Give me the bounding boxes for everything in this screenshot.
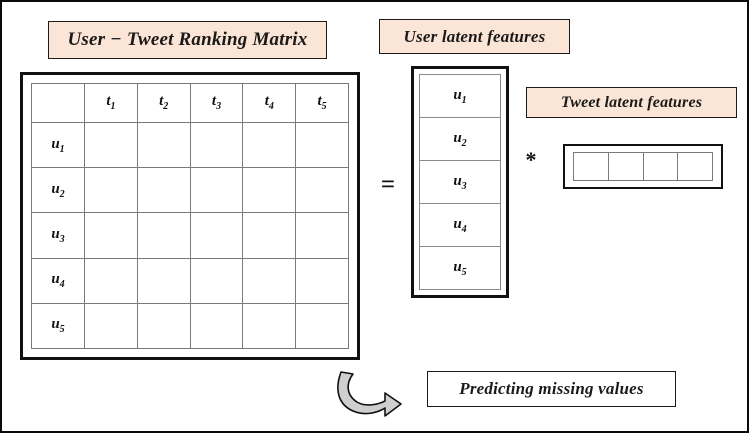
- matrix-cell-u2-t3[interactable]: [189, 167, 244, 214]
- matrix-title-label: User − Tweet Ranking Matrix: [48, 21, 327, 59]
- matrix-cell-u3-t4[interactable]: [242, 212, 297, 259]
- matrix-cell-u1-t5[interactable]: [295, 121, 349, 169]
- matrix-row: u2: [31, 167, 349, 214]
- matrix-row-header-u5: u5: [31, 302, 85, 350]
- matrix-row-header-u3: u3: [31, 212, 85, 259]
- matrix-row: u3: [31, 212, 349, 259]
- matrix-cell-u2-t2[interactable]: [136, 167, 191, 214]
- matrix-column-header-t3: t3: [189, 83, 244, 123]
- predicting-missing-values-label: Predicting missing values: [427, 371, 676, 407]
- matrix-corner-cell: [31, 83, 85, 123]
- matrix-cell-u1-t4[interactable]: [242, 121, 297, 169]
- matrix-column-header-t1: t1: [84, 83, 138, 123]
- user-latent-cell-u3[interactable]: u3: [419, 160, 501, 204]
- matrix-cell-u5-t1[interactable]: [84, 302, 138, 350]
- matrix-cell-u1-t2[interactable]: [136, 121, 191, 169]
- matrix-cell-u3-t3[interactable]: [189, 212, 244, 259]
- user-latent-cell-u1[interactable]: u1: [419, 74, 501, 118]
- matrix-cell-u4-t3[interactable]: [189, 257, 244, 304]
- matrix-cell-u5-t2[interactable]: [136, 302, 191, 350]
- user-latent-row: u5: [419, 246, 501, 290]
- multiply-symbol: *: [525, 147, 537, 172]
- matrix-cell-u3-t5[interactable]: [295, 212, 349, 259]
- matrix-cell-u1-t1[interactable]: [84, 121, 138, 169]
- user-latent-row: u2: [419, 117, 501, 161]
- matrix-cell-u4-t1[interactable]: [84, 257, 138, 304]
- matrix-cell-u5-t4[interactable]: [242, 302, 297, 350]
- tweet-latent-cell-2[interactable]: [607, 152, 644, 181]
- matrix-column-header-t2: t2: [136, 83, 191, 123]
- matrix-cell-u4-t4[interactable]: [242, 257, 297, 304]
- user-latent-row: u3: [419, 160, 501, 204]
- tweet-latent-title-label: Tweet latent features: [526, 87, 737, 118]
- user-latent-cell-u4[interactable]: u4: [419, 203, 501, 247]
- user-latent-cell-u2[interactable]: u2: [419, 117, 501, 161]
- tweet-latent-cell-4[interactable]: [677, 152, 713, 181]
- user-latent-row: u4: [419, 203, 501, 247]
- matrix-cell-u2-t4[interactable]: [242, 167, 297, 214]
- curved-arrow-icon: [333, 368, 405, 420]
- matrix-row: u4: [31, 257, 349, 304]
- matrix-cell-u2-t1[interactable]: [84, 167, 138, 214]
- matrix-cell-u5-t3[interactable]: [189, 302, 244, 350]
- matrix-cell-u3-t1[interactable]: [84, 212, 138, 259]
- matrix-cell-u3-t2[interactable]: [136, 212, 191, 259]
- tweet-latent-row: [573, 152, 713, 181]
- matrix-cell-u4-t5[interactable]: [295, 257, 349, 304]
- matrix-cell-u2-t5[interactable]: [295, 167, 349, 214]
- matrix-column-header-t4: t4: [242, 83, 297, 123]
- matrix-row: u1: [31, 121, 349, 169]
- tweet-latent-grid: [573, 152, 713, 181]
- user-latent-title-label: User latent features: [379, 19, 570, 54]
- tweet-latent-cell-3[interactable]: [642, 152, 679, 181]
- matrix-row-header-u4: u4: [31, 257, 85, 304]
- tweet-latent-features-vector: [563, 144, 723, 189]
- tweet-latent-cell-1[interactable]: [573, 152, 609, 181]
- matrix-cell-u4-t2[interactable]: [136, 257, 191, 304]
- matrix-row-header-u2: u2: [31, 167, 85, 214]
- matrix-cell-u1-t3[interactable]: [189, 121, 244, 169]
- matrix-row: u5: [31, 302, 349, 350]
- matrix-cell-u5-t5[interactable]: [295, 302, 349, 350]
- equals-symbol: =: [380, 171, 396, 198]
- matrix-row-header-u1: u1: [31, 121, 85, 169]
- user-latent-cell-u5[interactable]: u5: [419, 246, 501, 290]
- user-latent-row: u1: [419, 74, 501, 118]
- matrix-column-header-t5: t5: [295, 83, 349, 123]
